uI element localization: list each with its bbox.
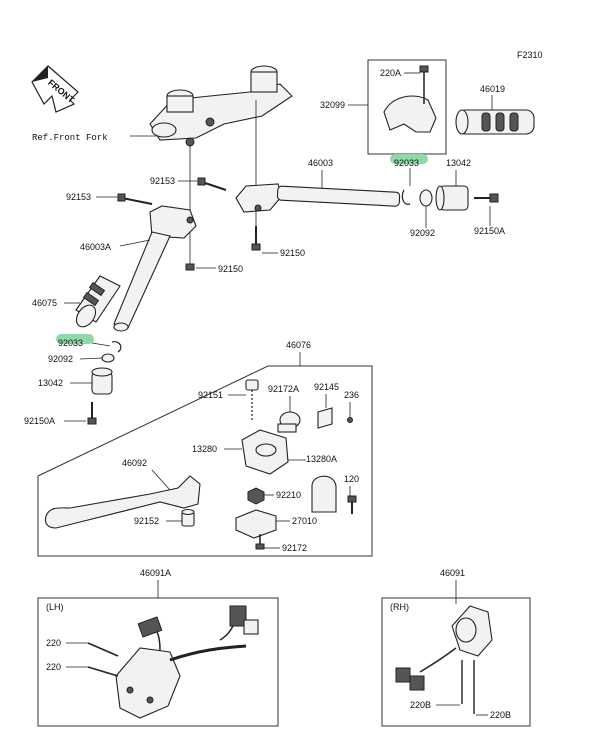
label-13042-right: 13042 [446, 158, 471, 168]
bolt-92150A-right [474, 193, 499, 203]
grip-46075 [75, 275, 121, 328]
screw-220-a [87, 642, 119, 657]
label-32099: 32099 [320, 100, 345, 110]
screw-236 [347, 417, 353, 423]
rh-switch-box [381, 597, 531, 727]
label-236: 236 [344, 390, 359, 400]
bolt-92150A-left [87, 402, 97, 425]
label-92150-a: 92150 [218, 264, 243, 274]
label-92150-b: 92150 [280, 248, 305, 258]
front-arrow-icon: FRONT [31, 65, 79, 113]
label-rh: (RH) [390, 602, 409, 612]
highlight-92033-left [56, 334, 94, 344]
label-92153-a: 92153 [66, 192, 91, 202]
nut-92210 [247, 487, 265, 505]
label-220A-top: 220A [380, 68, 401, 78]
label-lh: (LH) [46, 602, 64, 612]
collar-92152 [181, 508, 195, 527]
screw-220-b [87, 666, 119, 677]
collar-92092-right [419, 189, 433, 207]
label-92210: 92210 [276, 490, 301, 500]
screw-92172 [255, 534, 265, 550]
bolt-92150-center [251, 226, 261, 251]
spring-92145 [317, 407, 333, 429]
diagram-code: F2310 [517, 50, 543, 60]
label-220-b: 220 [46, 662, 61, 672]
collar-92092-left [101, 353, 115, 363]
label-92150A-left: 92150A [24, 416, 55, 426]
pin-92151 [245, 379, 259, 420]
adjuster-92172A [277, 411, 301, 433]
clamp-13280A [311, 475, 337, 513]
bolt-92150-left [185, 263, 195, 271]
label-46075: 46075 [32, 298, 57, 308]
label-120: 120 [344, 474, 359, 484]
label-13280A: 13280A [306, 454, 337, 464]
grip-46019 [455, 109, 535, 135]
bolt-92153-left [117, 193, 153, 205]
circlip-92033-right [401, 189, 411, 205]
label-92152: 92152 [134, 516, 159, 526]
label-46091: 46091 [440, 568, 465, 578]
label-13042-left: 13042 [38, 378, 63, 388]
switch-housing-lh [115, 605, 259, 719]
label-46019: 46019 [480, 84, 505, 94]
lever-assembly-box [37, 365, 373, 557]
label-92172A: 92172A [268, 384, 299, 394]
end-cap-13042-right [435, 185, 469, 211]
end-cap-13042-left [91, 367, 113, 395]
switch-27010 [235, 509, 277, 539]
bolt-120 [347, 495, 357, 514]
bolt-92153-center [197, 177, 227, 191]
handlebar-weight-32099 [383, 65, 437, 133]
label-92092-right: 92092 [410, 228, 435, 238]
label-92033-left: 92033 [58, 338, 83, 348]
label-46092: 46092 [122, 458, 147, 468]
handlebar-46003A [113, 205, 197, 332]
label-46003A: 46003A [80, 242, 111, 252]
label-46076: 46076 [286, 340, 311, 350]
label-46091A: 46091A [140, 568, 171, 578]
highlight-92033-right [390, 154, 428, 164]
label-220B-b: 220B [490, 710, 511, 720]
handlebar-46003 [235, 183, 401, 213]
lever-46092 [44, 475, 201, 529]
ref-front-fork-label: Ref.Front Fork [32, 133, 108, 143]
label-92092-left: 92092 [48, 354, 73, 364]
label-92033-right: 92033 [394, 158, 419, 168]
label-220-a: 220 [46, 638, 61, 648]
label-46003: 46003 [308, 158, 333, 168]
label-92145: 92145 [314, 382, 339, 392]
holder-13280 [241, 429, 289, 475]
label-220B-a: 220B [410, 700, 431, 710]
label-13280: 13280 [192, 444, 217, 454]
label-92153-b: 92153 [150, 176, 175, 186]
label-27010: 27010 [292, 516, 317, 526]
label-92151: 92151 [198, 390, 223, 400]
label-92172: 92172 [282, 543, 307, 553]
label-92150A-right: 92150A [474, 226, 505, 236]
switch-housing-rh [395, 605, 493, 714]
circlip-92033-left [111, 341, 122, 353]
upper-triple-clamp [149, 65, 293, 147]
